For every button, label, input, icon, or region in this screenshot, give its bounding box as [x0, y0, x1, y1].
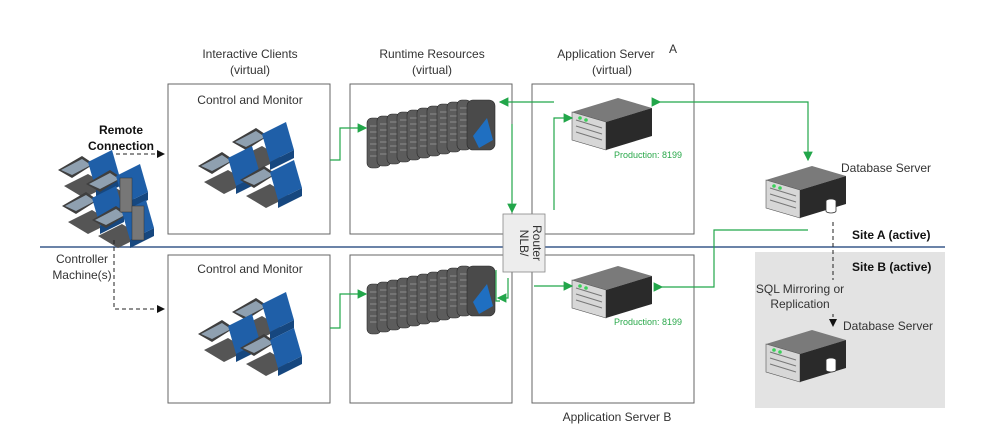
- control-monitor-bottom: Control and Monitor: [197, 262, 302, 276]
- production-bottom: Production: 8199: [614, 317, 682, 327]
- header-appserver-a-letter: A: [669, 42, 677, 56]
- site-b-area: [755, 252, 945, 408]
- database-server-a-icon: [765, 165, 847, 219]
- router-label-2: Router: [530, 225, 544, 261]
- header-runtime-2: (virtual): [412, 63, 452, 77]
- db-server-bottom-label: Database Server: [843, 319, 933, 333]
- remote-connection-label-2: Connection: [88, 139, 154, 153]
- router-label-1: NLB/: [517, 230, 531, 257]
- client-runtime-top-link: [330, 123, 368, 161]
- remote-connection-label-1: Remote: [99, 123, 143, 137]
- sql-mirroring-label-2: Replication: [770, 297, 829, 311]
- client-runtime-bottom-link: [330, 289, 368, 329]
- appserver-b-db-link: [653, 229, 808, 292]
- header-appserver-a-2: (virtual): [592, 63, 632, 77]
- header-appserver-b: Application Server B: [563, 410, 672, 424]
- controller-label-2: Machine(s): [52, 268, 111, 282]
- appserver-runtime-top-link: [553, 113, 574, 210]
- production-top: Production: 8199: [614, 150, 682, 160]
- controller-label-1: Controller: [56, 252, 108, 266]
- control-monitor-top: Control and Monitor: [197, 93, 302, 107]
- sql-mirroring-label-1: SQL Mirroring or: [756, 282, 844, 296]
- appserver-a-db-link: [651, 97, 813, 162]
- site-a-label: Site A (active): [852, 228, 930, 242]
- site-b-label: Site B (active): [852, 260, 931, 274]
- db-server-top-label: Database Server: [841, 161, 931, 175]
- header-runtime-1: Runtime Resources: [379, 47, 484, 61]
- header-appserver-a-1: Application Server: [557, 47, 654, 61]
- header-interactive-1: Interactive Clients: [202, 47, 297, 61]
- nlb-router: NLB/ Router: [502, 213, 546, 273]
- database-server-b-icon: [765, 329, 847, 383]
- controller-machines-icon: [58, 150, 154, 248]
- header-interactive-2: (virtual): [230, 63, 270, 77]
- remote-connection-bottom: [113, 240, 165, 313]
